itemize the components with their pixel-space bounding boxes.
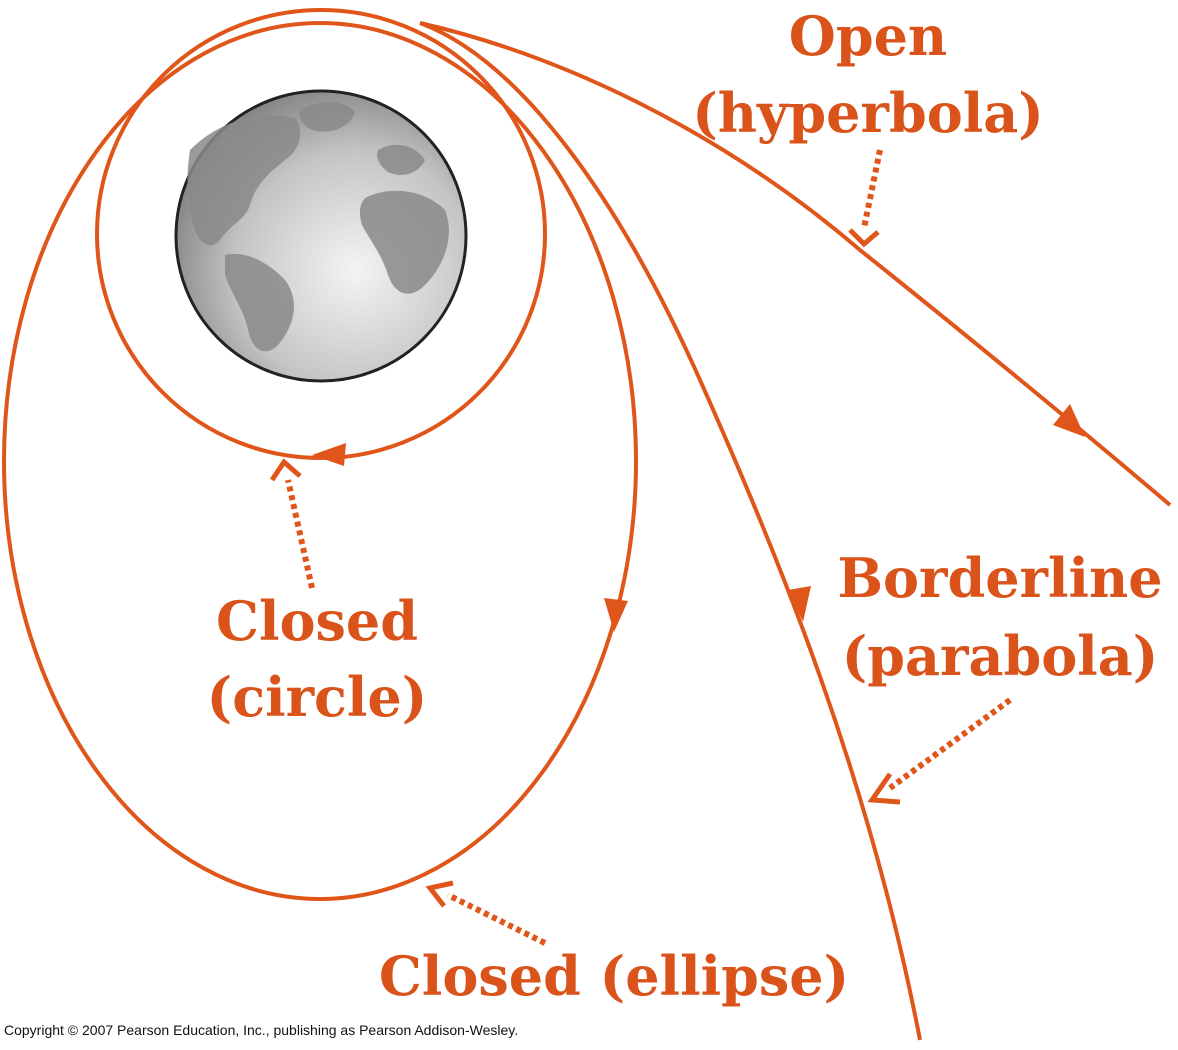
dotted-arrow-icon: [861, 149, 883, 229]
dotted-arrow-icon: [269, 458, 302, 482]
ellipse-label: Closed (ellipse): [379, 944, 849, 1008]
parabola-label-line2: (parabola): [842, 624, 1159, 688]
ellipse-orbit: [2, 21, 638, 901]
dotted-arrow-icon: [446, 892, 547, 946]
direction-arrowhead-icon: [312, 443, 346, 466]
hyperbola-label-line2: (hyperbola): [692, 81, 1044, 145]
direction-arrowhead-icon: [788, 586, 811, 622]
dotted-arrow-icon: [425, 880, 454, 908]
dotted-arrow-icon: [888, 697, 1012, 791]
dotted-arrow-icon: [867, 772, 901, 805]
circle-label-line1: Closed: [216, 589, 418, 653]
direction-arrowhead-icon: [604, 598, 628, 632]
dotted-arrow-icon: [848, 228, 880, 248]
copyright-notice: Copyright © 2007 Pearson Education, Inc.…: [4, 1022, 519, 1038]
hyperbola-label-line1: Open: [789, 4, 947, 68]
direction-arrowhead-icon: [1053, 404, 1085, 437]
parabola-orbit: [419, 21, 922, 1041]
earth-globe-icon: [174, 89, 468, 383]
dotted-arrow-icon: [285, 479, 315, 589]
parabola-label-line1: Borderline: [837, 546, 1162, 610]
circle-label-line2: (circle): [207, 665, 428, 729]
